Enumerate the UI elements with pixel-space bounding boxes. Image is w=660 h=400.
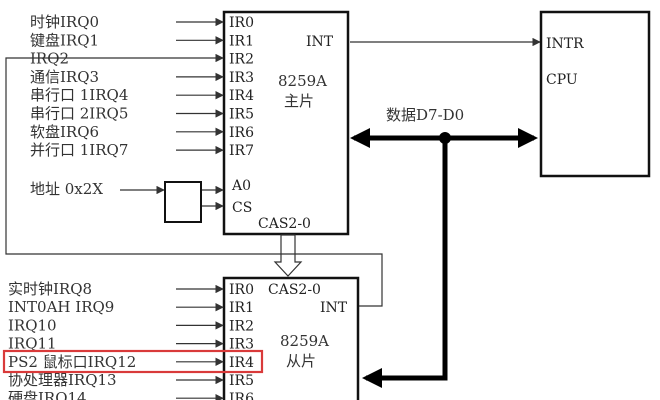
master-input-label: 通信IRQ3 bbox=[30, 68, 99, 86]
master-chip-name: 8259A bbox=[278, 72, 327, 90]
master-ir-pin: IR6 bbox=[229, 125, 254, 141]
master-chip-role: 主片 bbox=[284, 92, 314, 110]
master-ir-pin: IR7 bbox=[229, 143, 254, 159]
slave-int-pin: INT bbox=[320, 300, 348, 316]
address-label: 地址 0x2X bbox=[30, 180, 103, 198]
cpu-intr-pin: INTR bbox=[546, 36, 584, 52]
master-input-label: 键盘IRQ1 bbox=[30, 31, 99, 49]
slave-ir-pin: IR1 bbox=[229, 300, 254, 316]
master-ir-pin: IR1 bbox=[229, 33, 254, 49]
master-input-label: 软盘IRQ6 bbox=[30, 123, 99, 141]
slave-chip-role: 从片 bbox=[286, 352, 316, 370]
master-ir-pin: IR4 bbox=[229, 88, 254, 104]
slave-ir-pin: IR4 bbox=[229, 355, 254, 371]
slave-ir-pin: IR6 bbox=[229, 391, 254, 400]
slave-input-label: INT0AH IRQ9 bbox=[8, 298, 114, 316]
cascade-arrow bbox=[273, 234, 303, 277]
master-8259a-box bbox=[222, 10, 350, 236]
slave-ir-pin: IR3 bbox=[229, 337, 254, 353]
slave-chip-name: 8259A bbox=[280, 332, 329, 350]
master-cas-label: CAS2-0 bbox=[258, 216, 311, 232]
slave-input-label: 实时钟IRQ8 bbox=[8, 280, 92, 298]
slave-input-label: IRQ10 bbox=[8, 316, 57, 334]
slave-ir-pin: IR0 bbox=[229, 282, 254, 298]
data-bus-label: 数据D7-D0 bbox=[386, 106, 464, 124]
master-input-label: 并行口 1IRQ7 bbox=[30, 141, 128, 159]
master-ir-pin: IR0 bbox=[229, 15, 254, 31]
slave-input-label: 协处理器IRQ13 bbox=[8, 371, 117, 389]
slave-ir-pin: IR5 bbox=[229, 373, 254, 389]
slave-int-to-master-ir2 bbox=[5, 53, 383, 307]
master-int-pin: INT bbox=[306, 34, 334, 50]
slave-input-label: 硬盘IRQ14 bbox=[8, 389, 87, 400]
slave-cas-label: CAS2-0 bbox=[268, 282, 321, 298]
cpu-name: CPU bbox=[546, 72, 578, 88]
address-decoder-box bbox=[164, 181, 202, 223]
master-ir-pin: IR2 bbox=[229, 52, 254, 68]
master-input-label: 串行口 1IRQ4 bbox=[30, 86, 128, 104]
slave-input-label: PS2 鼠标口IRQ12 bbox=[8, 353, 136, 371]
slave-input-label: IRQ11 bbox=[8, 335, 57, 353]
master-cs-pin: CS bbox=[232, 200, 252, 216]
slave-8259a-box bbox=[222, 276, 360, 400]
master-input-label: 串行口 2IRQ5 bbox=[30, 105, 128, 123]
master-ir-pin: IR5 bbox=[229, 107, 254, 123]
master-a0-pin: A0 bbox=[231, 178, 251, 194]
master-input-label: 时钟IRQ0 bbox=[30, 13, 99, 31]
slave-ir-pin: IR2 bbox=[229, 318, 254, 334]
data-bus-to-slave bbox=[362, 138, 448, 388]
master-ir-pin: IR3 bbox=[229, 70, 254, 86]
cpu-box bbox=[539, 10, 651, 178]
ps2-mouse-highlight bbox=[2, 349, 264, 374]
